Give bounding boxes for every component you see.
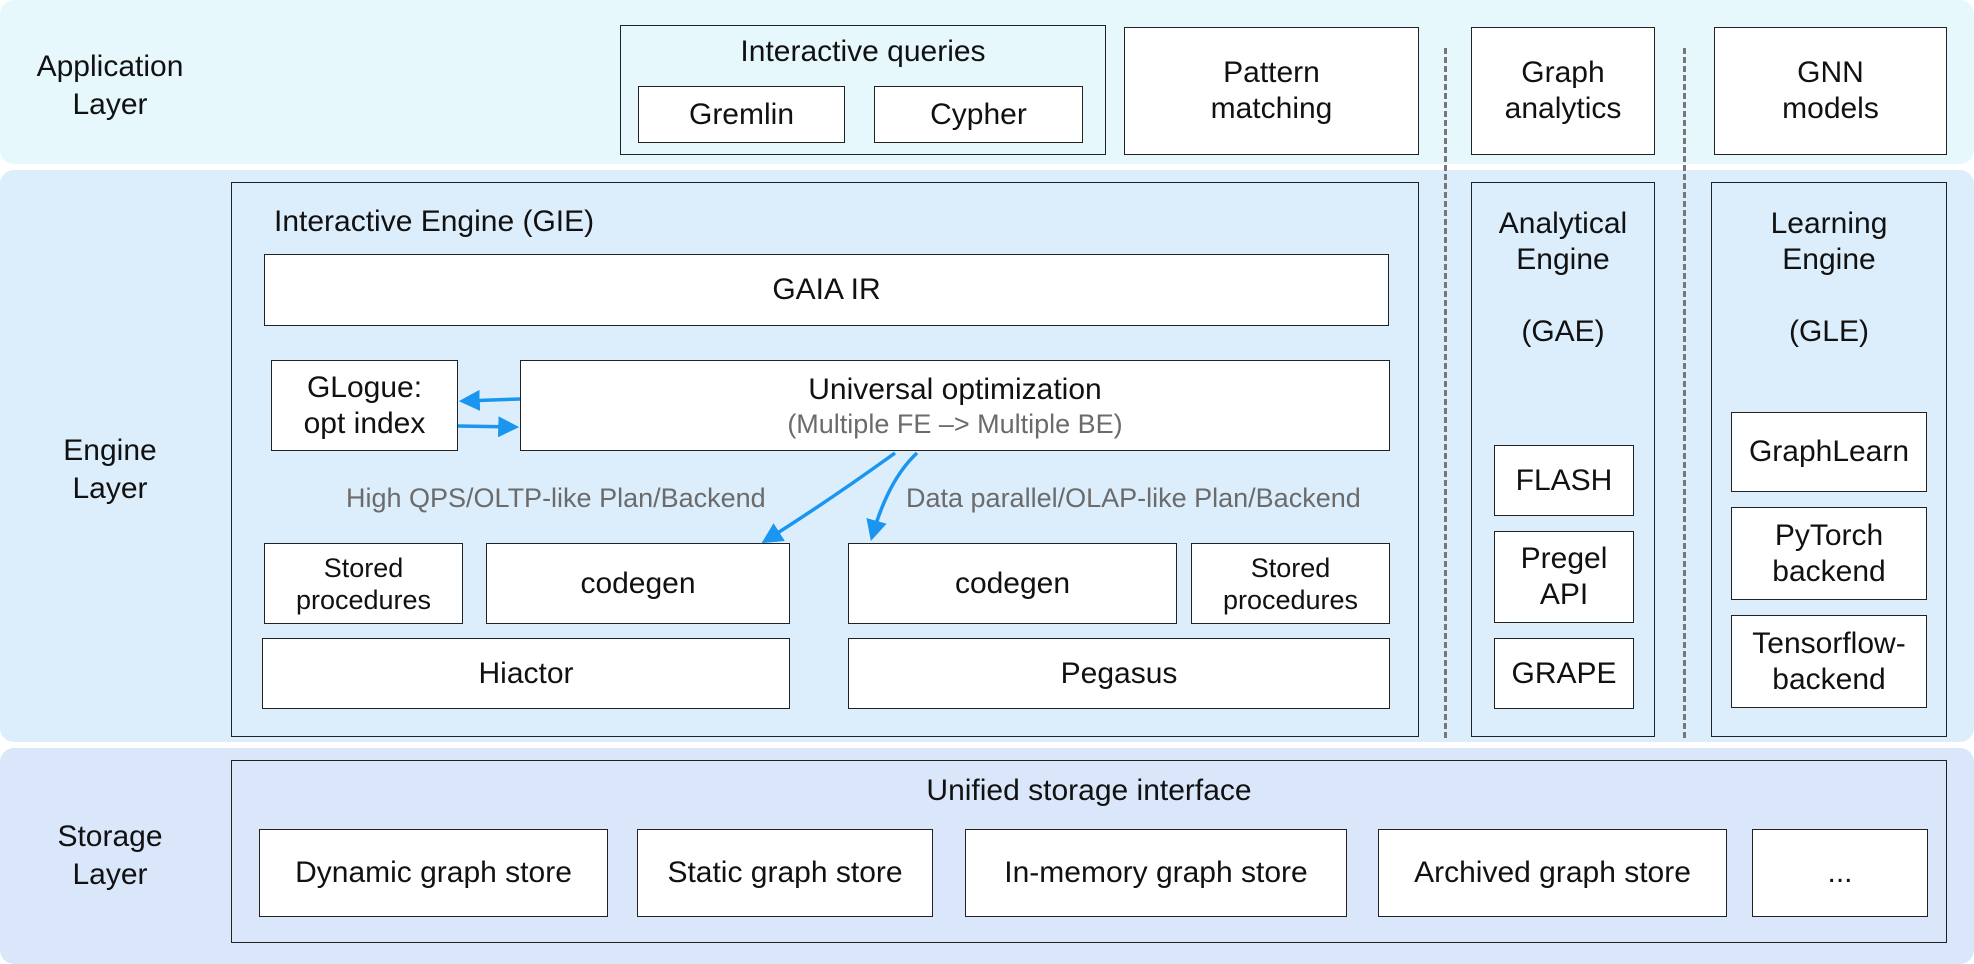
analytical-engine-title: Analytical Engine (GAE) (1498, 207, 1628, 348)
universal-optimization-subtitle: (Multiple FE –> Multiple BE) (787, 408, 1123, 439)
gremlin-box: Gremlin (638, 86, 845, 143)
pattern-matching-box: Pattern matching (1124, 27, 1419, 155)
universal-optimization-title: Universal optimization (808, 372, 1102, 406)
engine-layer-label: Engine Layer (63, 434, 157, 505)
interactive-engine-title: Interactive Engine (GIE) (274, 205, 595, 238)
interactive-queries-title: Interactive queries (740, 35, 986, 68)
static-graph-store-box: Static graph store (637, 829, 933, 917)
pytorch-backend-box: PyTorch backend (1731, 507, 1927, 600)
more-stores-box: ... (1752, 829, 1928, 917)
pegasus-box: Pegasus (848, 638, 1390, 709)
gnn-models-box: GNN models (1714, 27, 1947, 155)
separator-dashed-line-left (1444, 48, 1447, 738)
in-memory-graph-store-box: In-memory graph store (965, 829, 1347, 917)
learning-engine-frame (1711, 182, 1947, 737)
graphlearn-box: GraphLearn (1731, 412, 1927, 492)
universal-optimization-box: Universal optimization (Multiple FE –> M… (520, 360, 1390, 451)
analytical-engine-frame (1471, 182, 1655, 737)
dynamic-graph-store-box: Dynamic graph store (259, 829, 608, 917)
application-layer-label: Application Layer (36, 50, 184, 121)
unified-storage-frame (231, 760, 1947, 943)
storage-layer-label: Storage Layer (57, 820, 163, 891)
olap-path-label: Data parallel/OLAP-like Plan/Backend (906, 483, 1361, 513)
glogue-opt-index-box: GLogue: opt index (271, 360, 458, 451)
learning-engine-title: Learning Engine (GLE) (1770, 207, 1888, 348)
hiactor-box: Hiactor (262, 638, 790, 709)
unified-storage-title: Unified storage interface (926, 774, 1252, 807)
gaia-ir-box: GAIA IR (264, 254, 1389, 326)
archived-graph-store-box: Archived graph store (1378, 829, 1727, 917)
tensorflow-backend-box: Tensorflow- backend (1731, 615, 1927, 708)
graph-analytics-box: Graph analytics (1471, 27, 1655, 155)
grape-box: GRAPE (1494, 638, 1634, 709)
codegen-left-box: codegen (486, 543, 790, 624)
stored-procedures-left-box: Stored procedures (264, 543, 463, 624)
pregel-api-box: Pregel API (1494, 531, 1634, 623)
codegen-right-box: codegen (848, 543, 1177, 624)
flash-box: FLASH (1494, 445, 1634, 516)
cypher-box: Cypher (874, 86, 1083, 143)
interactive-engine-frame (231, 182, 1419, 737)
stored-procedures-right-box: Stored procedures (1191, 543, 1390, 624)
oltp-path-label: High QPS/OLTP-like Plan/Backend (346, 483, 766, 513)
interactive-queries-group (620, 25, 1106, 155)
separator-dashed-line-right (1683, 48, 1686, 738)
